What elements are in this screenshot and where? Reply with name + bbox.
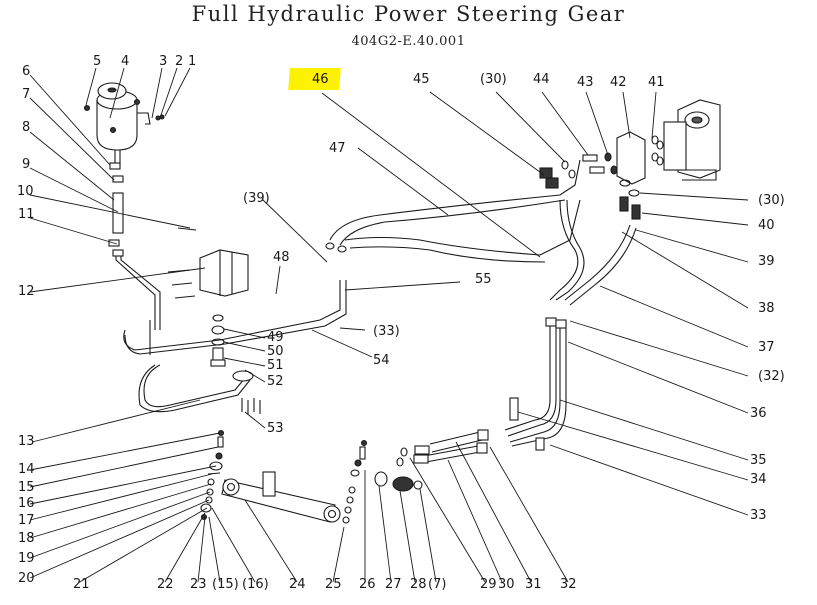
callout-6: 6 [22, 64, 31, 79]
cylinder-pin-parts-left [200, 429, 225, 521]
callout-42: 42 [610, 75, 627, 90]
callout-11: 11 [18, 207, 35, 222]
cylinder-pin-parts-right [342, 439, 368, 524]
callout-33-ref: (33) [373, 324, 400, 339]
callout-14: 14 [18, 462, 35, 477]
callout-8: 8 [22, 120, 31, 135]
callout-23: 23 [190, 577, 207, 592]
callout-10: 10 [17, 184, 34, 199]
callout-25: 25 [325, 577, 342, 592]
callout-32-ref: (32) [758, 369, 785, 384]
callout-50: 50 [267, 344, 284, 359]
callout-51: 51 [267, 358, 284, 373]
callout-53: 53 [267, 421, 284, 436]
callout-7-ref: (7) [428, 577, 447, 592]
diagram-title: Full Hydraulic Power Steering Gear [191, 2, 626, 26]
callout-9: 9 [22, 157, 31, 172]
drawing-number: 404G2-E.40.001 [351, 34, 466, 49]
callout-13: 13 [18, 434, 35, 449]
callout-1: 1 [188, 54, 197, 69]
callout-30: 30 [498, 577, 515, 592]
callout-46: 46 [312, 72, 329, 87]
callout-40: 40 [758, 218, 775, 233]
callout-38: 38 [758, 301, 775, 316]
suction-hose [108, 150, 161, 330]
callout-44: 44 [533, 72, 550, 87]
callout-36: 36 [750, 406, 767, 421]
callout-17: 17 [18, 513, 35, 528]
callout-7: 7 [22, 87, 31, 102]
callout-32: 32 [560, 577, 577, 592]
callout-24: 24 [289, 577, 306, 592]
callout-2: 2 [175, 54, 184, 69]
callout-28: 28 [410, 577, 427, 592]
callout-19: 19 [18, 551, 35, 566]
callout-47: 47 [329, 141, 346, 156]
callout-33: 33 [750, 508, 767, 523]
leader-lines [29, 67, 749, 584]
callout-27: 27 [385, 577, 402, 592]
callout-35: 35 [750, 453, 767, 468]
callout-43: 43 [577, 75, 594, 90]
adapter-fittings [539, 152, 641, 220]
callout-3: 3 [159, 54, 168, 69]
steering-cylinder [221, 471, 341, 523]
callout-15-ref: (15) [212, 577, 239, 592]
steering-unit [663, 99, 721, 181]
callout-45: 45 [413, 72, 430, 87]
callout-30-ref-top: (30) [480, 72, 507, 87]
callout-49: 49 [267, 330, 284, 345]
callout-41: 41 [648, 75, 665, 90]
callout-31: 31 [525, 577, 542, 592]
callout-15: 15 [18, 480, 35, 495]
callout-18: 18 [18, 531, 35, 546]
callout-48: 48 [273, 250, 290, 265]
callout-39-ref: (39) [243, 191, 270, 206]
priority-valve [167, 227, 249, 299]
callout-52: 52 [267, 374, 284, 389]
callout-26: 26 [359, 577, 376, 592]
banjo-fittings [210, 314, 261, 414]
callout-16-ref: (16) [242, 577, 269, 592]
callout-39: 39 [758, 254, 775, 269]
callout-4: 4 [121, 54, 130, 69]
callout-12: 12 [18, 284, 35, 299]
callout-21: 21 [73, 577, 90, 592]
callout-55: 55 [475, 272, 492, 287]
callout-20: 20 [18, 571, 35, 586]
callout-54: 54 [373, 353, 390, 368]
callout-37: 37 [758, 340, 775, 355]
cylinder-hoses [374, 429, 489, 492]
callout-22: 22 [157, 577, 174, 592]
callout-5: 5 [93, 54, 102, 69]
callout-30-ref-right: (30) [758, 193, 785, 208]
valve-block [616, 131, 664, 187]
hydraulic-hoses [325, 159, 637, 306]
return-pipes [123, 280, 347, 413]
callout-29: 29 [480, 577, 497, 592]
callout-34: 34 [750, 472, 767, 487]
steel-pipes [504, 317, 567, 451]
callout-16: 16 [18, 496, 35, 511]
